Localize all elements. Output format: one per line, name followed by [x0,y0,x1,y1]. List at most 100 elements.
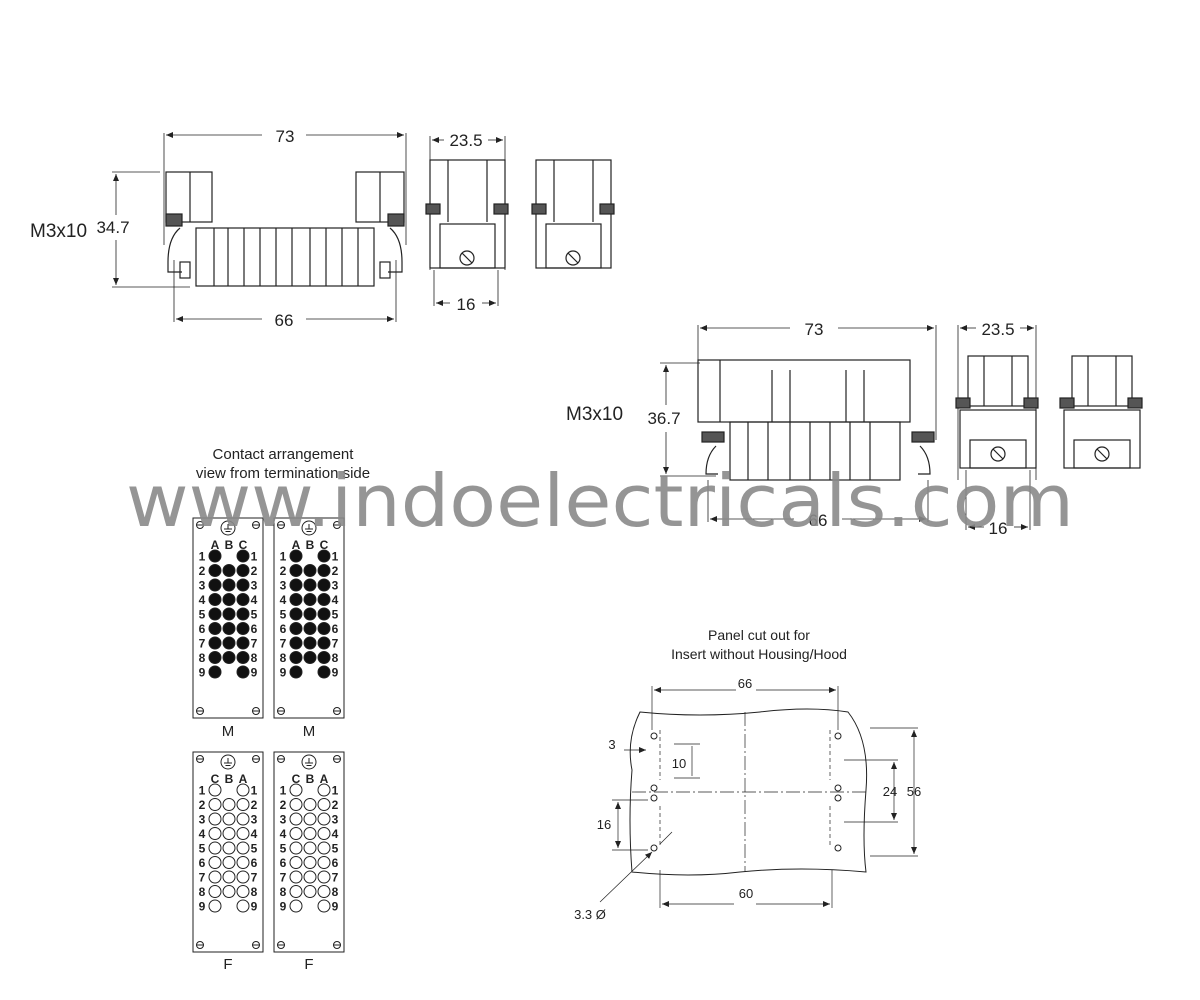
row-label: 5 [199,608,206,622]
pin-contact [317,665,331,679]
pin-contact [289,651,303,664]
row-label: 6 [199,856,206,870]
socket-contact [289,812,303,826]
socket-contact [222,870,236,884]
socket-contact [222,827,236,840]
pin-contact [236,564,250,577]
row-label: 4 [332,827,339,841]
socket-contact [236,841,250,855]
row-label: 7 [332,637,339,651]
column-label: C [211,772,220,786]
row-label: 6 [332,856,339,870]
row-label: 3 [280,579,287,593]
pin-contact [222,593,236,606]
socket-contact [208,783,222,797]
row-label: 8 [332,885,339,899]
row-label: 2 [199,564,206,578]
pin-contact [208,636,222,650]
socket-contact [236,856,250,869]
female-screw-label: M3x10 [566,404,623,425]
row-label: 1 [199,784,206,798]
row-label: 5 [251,842,258,856]
column-label: A [320,772,329,786]
column-label: C [239,538,248,552]
male-insert-labels: 73 M3x10 34.7 66 23.5 16 [30,127,483,330]
row-label: 1 [280,550,287,564]
row-label: 3 [332,813,339,827]
female-width-bottom-label: 66 [809,511,828,530]
row-label: 4 [280,593,287,607]
socket-contact [222,885,236,898]
row-label: 2 [280,798,287,812]
socket-contact [317,870,331,884]
male-insert-drawing [112,132,407,322]
pin-contact [222,651,236,664]
column-label: B [225,772,234,786]
pin-contact [208,593,222,606]
row-label: 1 [251,784,258,798]
earth-symbol-icon [301,520,317,536]
row-label: 2 [332,798,339,812]
panel-title-line1: Panel cut out for [708,627,810,643]
row-label: 3 [251,813,258,827]
panel-dim-right: 56 [907,784,921,799]
column-label: C [292,772,301,786]
insert-face-outline [273,517,345,719]
panel-dim-top: 66 [738,676,752,691]
row-label: 3 [199,579,206,593]
row-label: 9 [280,900,287,914]
row-label: 8 [280,885,287,899]
row-label: 6 [199,622,206,636]
pin-contact [222,622,236,635]
pin-contact [317,578,331,592]
pin-contact [303,636,317,650]
row-label: 8 [251,651,258,665]
pin-contact [236,549,250,563]
row-label: 5 [251,608,258,622]
row-label: 9 [332,900,339,914]
pin-contact [208,607,222,621]
row-label: 4 [251,593,258,607]
pin-contact [303,607,317,621]
socket-contact [317,885,331,898]
row-label: 9 [199,900,206,914]
row-label: 9 [199,666,206,680]
insert-face-outline [192,517,264,719]
male-label-1: M [222,723,235,740]
socket-contact [303,798,317,811]
pin-contact [289,593,303,606]
row-label: 1 [251,550,258,564]
row-label: 2 [199,798,206,812]
row-label: 5 [332,842,339,856]
male-side-width-label: 23.5 [449,131,482,150]
pin-contact [208,651,222,664]
row-label: 8 [280,651,287,665]
pin-contact [236,593,250,606]
row-label: 1 [280,784,287,798]
pin-contact [317,651,331,664]
panel-dim-left: 16 [597,817,611,832]
row-label: 2 [280,564,287,578]
pin-contact [289,636,303,650]
panel-dim-right-inner: 24 [883,784,897,799]
socket-contact [208,798,222,811]
row-label: 3 [199,813,206,827]
insert-face-outline [273,751,345,953]
pin-contact [222,564,236,577]
row-label: 9 [280,666,287,680]
row-label: 9 [251,666,258,680]
row-label: 5 [332,608,339,622]
row-label: 5 [280,608,287,622]
row-label: 7 [199,871,206,885]
socket-contact [222,812,236,826]
row-label: 9 [251,900,258,914]
row-label: 8 [332,651,339,665]
panel-cutout-labels: Panel cut out for Insert without Housing… [574,627,921,922]
row-label: 4 [199,593,206,607]
row-label: 4 [280,827,287,841]
pin-contact [222,607,236,621]
